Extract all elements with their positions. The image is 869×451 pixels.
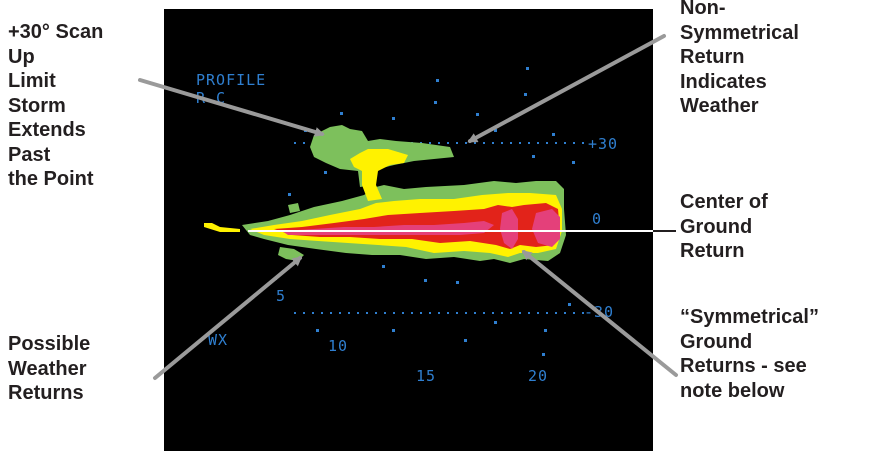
elevation-label-zero: 0 [592,210,603,228]
non-symmetrical-arrow [467,34,666,143]
non-symmetrical-return-callout: Non- Symmetrical Return Indicates Weathe… [680,0,799,117]
wx-mode-label: WX [208,331,229,349]
radar-returns-graphic [204,67,588,356]
possible-weather-arrow [153,256,303,380]
possible-weather-returns-callout: Possible Weather Returns [8,333,91,404]
magenta-core-right [532,209,560,247]
center-of-ground-return-callout: Center of Ground Return [680,191,768,262]
green-speckle [288,203,300,213]
scan-up-limit-callout: +30° Scan Up Limit Storm Extends Past th… [8,21,104,190]
range-label-15: 15 [416,367,437,385]
profile-mode-label: PROFILE [196,71,267,89]
magenta-core-middle [500,209,518,249]
yellow-start-marker [204,223,240,232]
range-label-20: 20 [528,367,549,385]
symmetrical-arrow [521,250,678,377]
yellow-storm-column [350,149,408,201]
range-label-5: 5 [276,287,287,305]
elevation-label-plus30: +30 [588,135,619,153]
scan-limit-arrow [138,78,325,137]
elevation-grid [294,142,588,314]
symmetrical-ground-returns-callout: “Symmetrical” Ground Returns - see note … [680,306,819,402]
range-label-10: 10 [328,337,349,355]
